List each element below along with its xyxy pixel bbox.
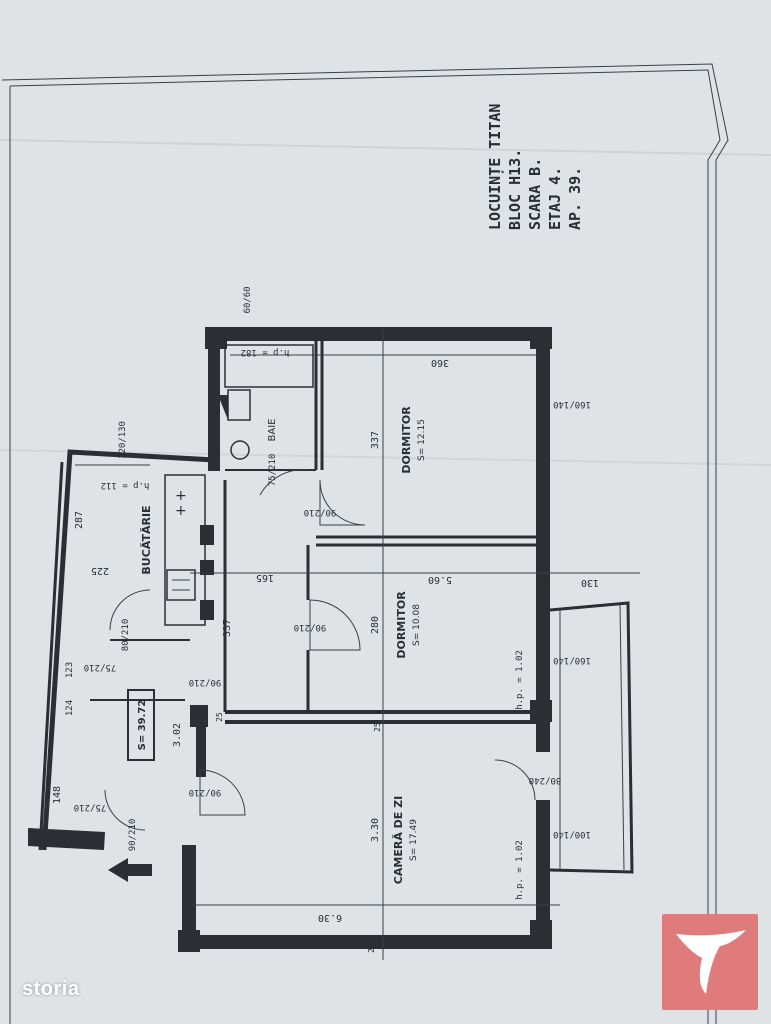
sill-height: h.p = 182 xyxy=(241,347,290,357)
room-label-bedroom-1: DORMITOR xyxy=(400,406,413,474)
interior-partitions xyxy=(90,341,536,724)
exterior-walls xyxy=(28,327,552,952)
dim-165: 165 xyxy=(256,572,274,583)
room-area-living: S= 17.49 xyxy=(409,819,419,861)
door-label: 90/210 xyxy=(294,622,327,632)
room-label-bath: BAIE xyxy=(267,419,278,442)
title-line-2: BLOC H13. xyxy=(506,149,524,230)
dimension-lines xyxy=(75,330,640,960)
dim-330: 3.30 xyxy=(370,818,381,842)
area-box xyxy=(127,689,155,761)
door-swings xyxy=(104,469,536,831)
sheet-frame xyxy=(9,69,721,1024)
door-label: 90/210 xyxy=(189,677,222,687)
door-label: 80/240 xyxy=(529,775,562,785)
sill-height: h.p. = 1.02 xyxy=(515,840,525,900)
dim-360: 360 xyxy=(431,357,449,368)
dim-337-corridor: 337 xyxy=(222,619,233,637)
storia-watermark: storia xyxy=(22,978,80,1000)
dim-287: 287 xyxy=(74,511,85,529)
fold-line xyxy=(0,139,771,156)
dim-124: 124 xyxy=(65,700,75,716)
door-label: 90/210 xyxy=(128,819,138,852)
dim-30-right: 30 xyxy=(539,575,548,585)
dim-148: 148 xyxy=(52,786,63,804)
dim-123: 123 xyxy=(65,662,75,678)
sheet-frame-outer xyxy=(1,63,729,1024)
title-line-1: LOCUINȚE TITAN xyxy=(486,104,504,230)
door-label: 80/210 xyxy=(121,619,131,652)
dim-560: 5.60 xyxy=(428,574,452,585)
title-line-5: AP. 39. xyxy=(566,167,584,230)
dim-30-top: 30 xyxy=(378,329,388,338)
room-label-kitchen: BUCĂTĂRIE xyxy=(140,505,153,574)
dim-25-left: 25 xyxy=(215,712,224,722)
sill-height: h.p. = 1.02 xyxy=(515,650,525,710)
dim-337-bedroom: 337 xyxy=(370,431,381,449)
dim-280: 280 xyxy=(370,616,381,634)
svg-text:+: + xyxy=(175,488,187,504)
room-label-living: CAMERĂ DE ZI xyxy=(392,796,405,884)
dim-130: 130 xyxy=(581,577,599,588)
window-label: 100/140 xyxy=(553,829,591,839)
door-label: 75/210 xyxy=(268,454,278,487)
room-area-bedroom-2: S= 10.08 xyxy=(412,604,422,646)
title-line-4: ETAJ 4. xyxy=(546,167,564,230)
dim-630: 6.30 xyxy=(318,912,342,923)
door-label: 90/210 xyxy=(189,787,222,797)
kitchen-fixtures: + + xyxy=(164,474,206,626)
room-area-bedroom-1: S= 12.15 xyxy=(417,419,427,461)
brand-logo xyxy=(662,914,758,1010)
sill-height: h.p = 112 xyxy=(101,480,150,490)
dim-225: 225 xyxy=(91,565,109,576)
dim-302: 3.02 xyxy=(172,723,183,747)
bath-fixtures xyxy=(218,344,314,460)
total-area: S= 39.72 xyxy=(137,700,148,751)
dim-25-partition: 25 xyxy=(373,722,382,732)
balcony xyxy=(549,601,634,874)
title-block: LOCUINȚE TITAN BLOC H13. SCARA B. ETAJ 4… xyxy=(486,104,584,230)
dim-25-bottom: 25 xyxy=(367,943,376,953)
room-label-bedroom-2: DORMITOR xyxy=(395,591,408,659)
window-label: 120/130 xyxy=(118,421,128,459)
window-label: 160/140 xyxy=(553,655,591,665)
title-line-3: SCARA B. xyxy=(526,158,544,230)
svg-text:+: + xyxy=(175,503,187,519)
door-label: 75/210 xyxy=(84,662,117,672)
window-label: 160/140 xyxy=(553,399,591,409)
entrance-arrow-icon xyxy=(108,858,152,882)
fold-line xyxy=(0,449,771,466)
window-label: 60/60 xyxy=(243,286,253,313)
door-label: 75/210 xyxy=(74,802,107,812)
door-label: 90/210 xyxy=(304,507,337,517)
